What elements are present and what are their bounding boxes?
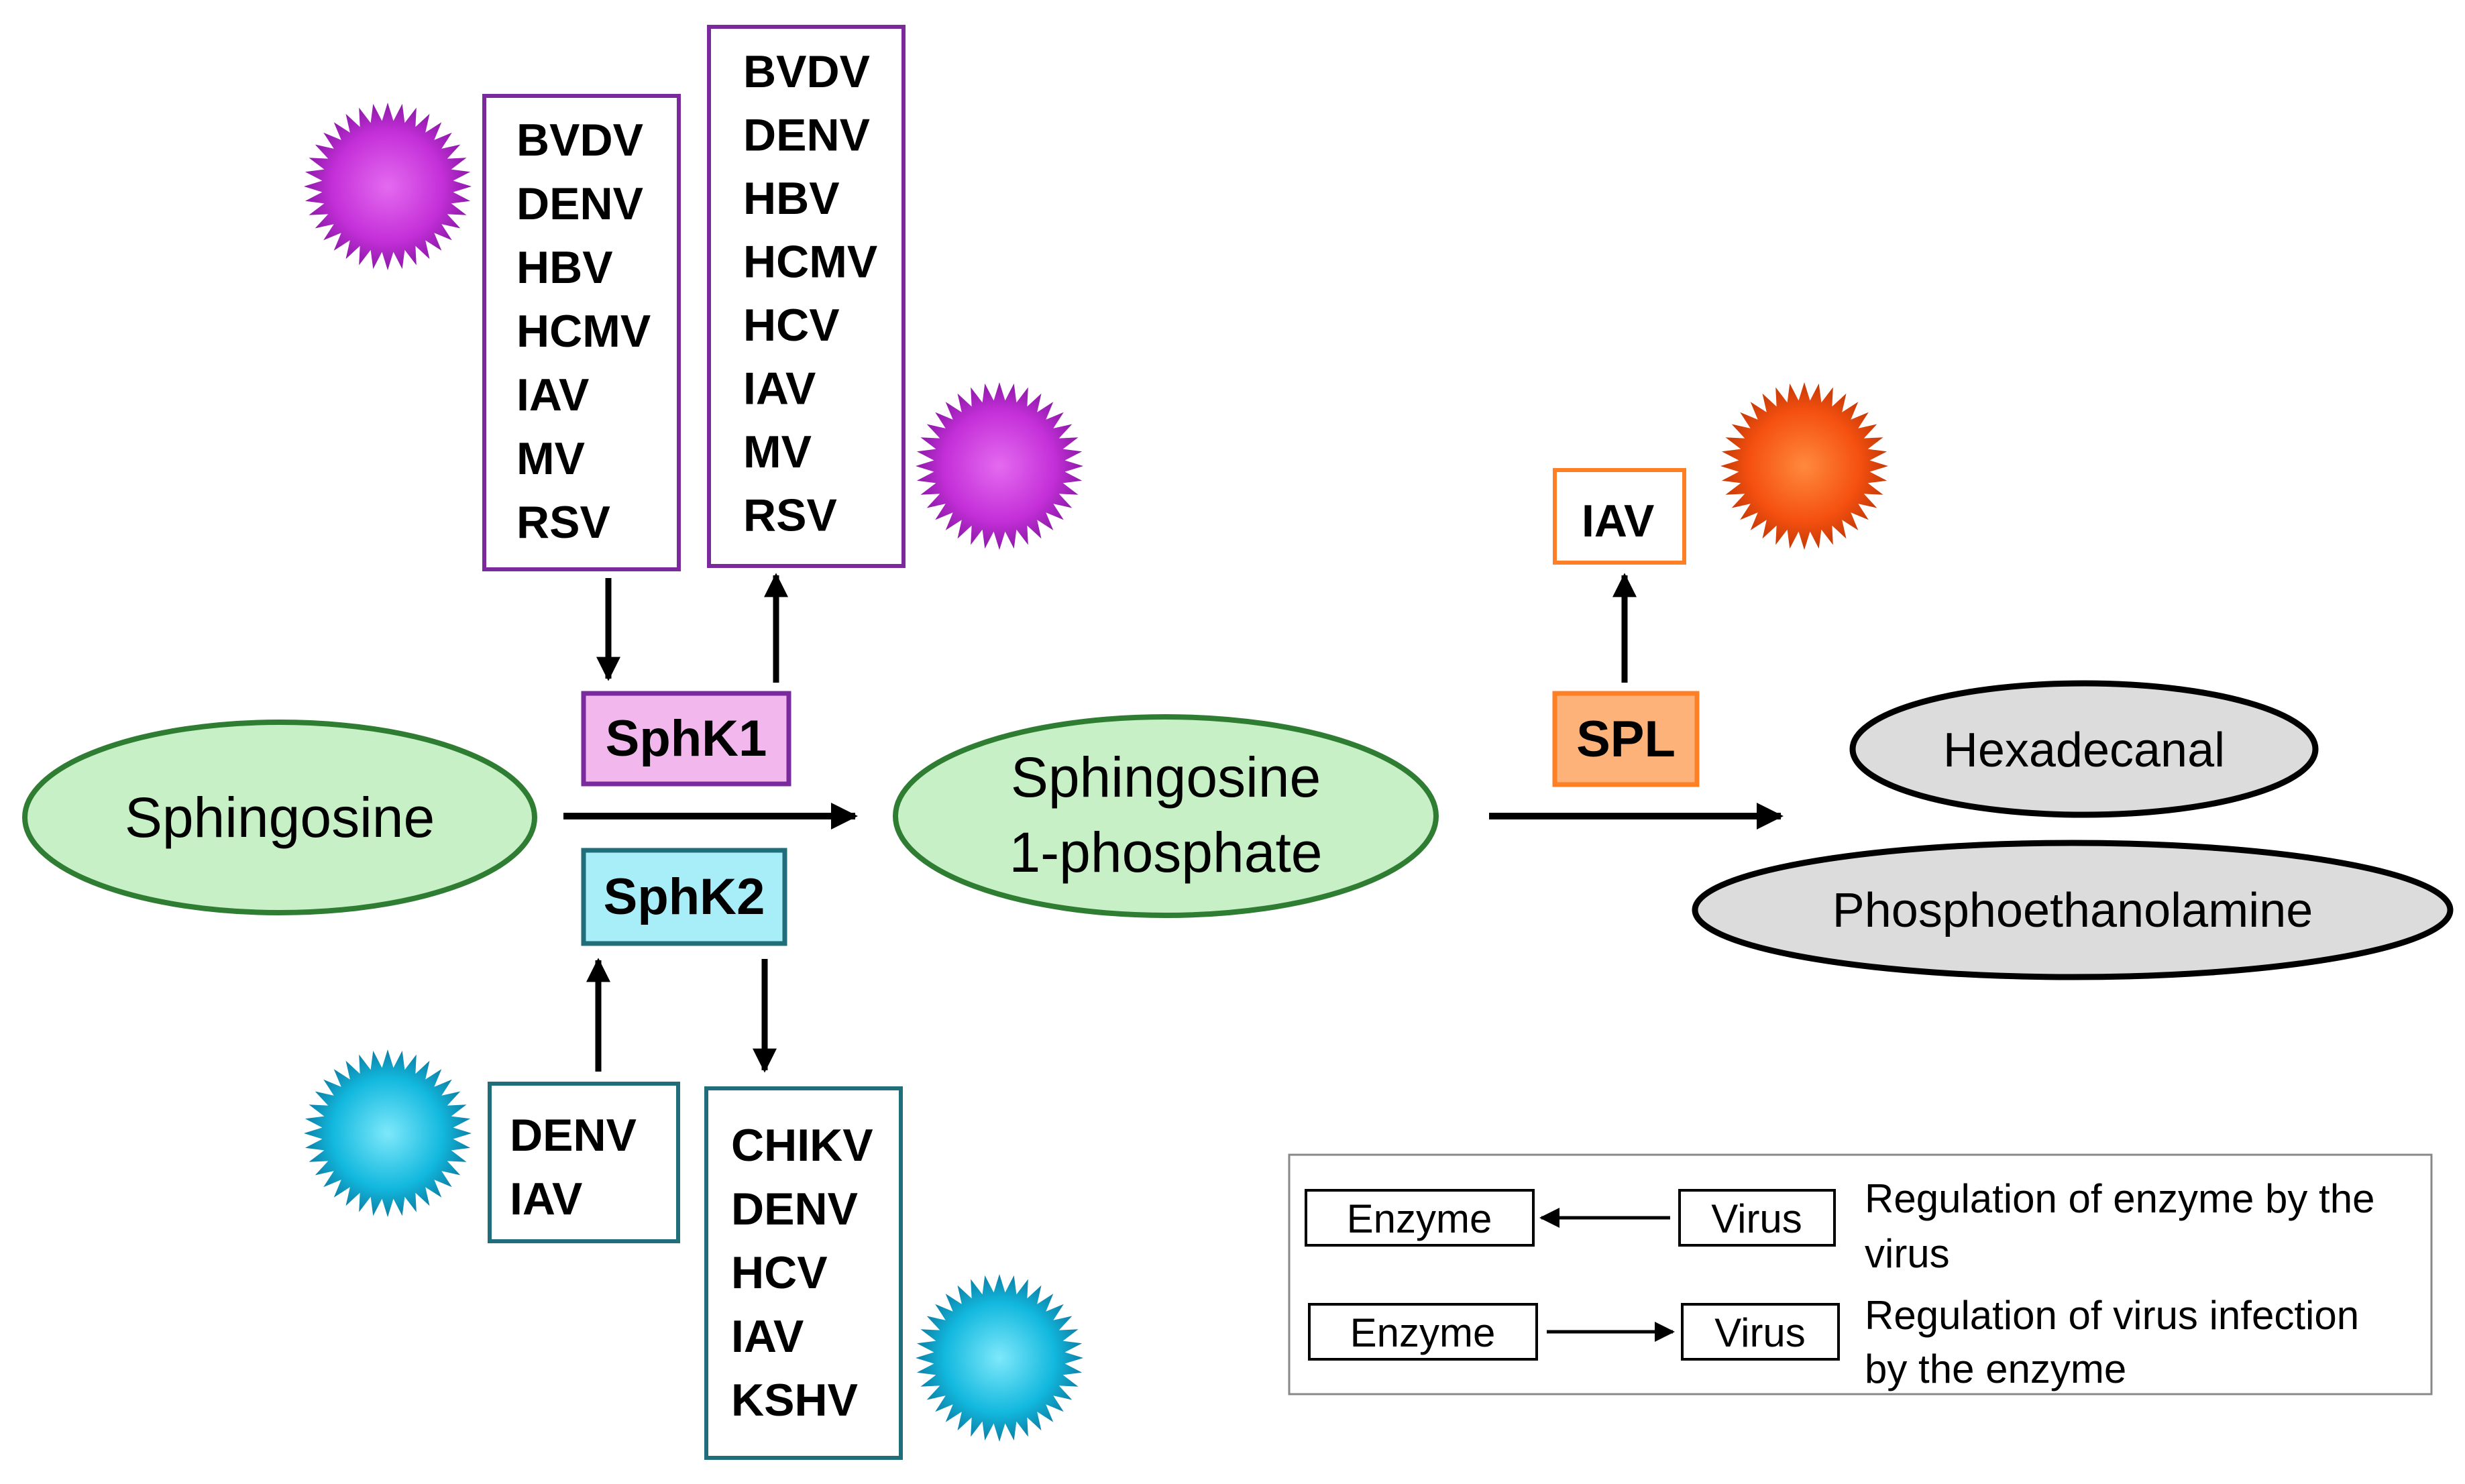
virus-name: IAV [1582, 496, 1654, 547]
virus-star-icon-orange [1720, 382, 1888, 550]
phosphoethanolamine-label: Phosphoethanolamine [1832, 884, 2313, 937]
virus-name: HBV [516, 242, 613, 293]
spl-enzyme-box: SPL [1552, 691, 1700, 787]
sphk2-regulates-box: CHIKV DENV HCV IAV KSHV [704, 1086, 903, 1460]
virus-name: BVDV [516, 115, 643, 166]
sphk2-label: SphK2 [604, 868, 765, 925]
sphk2-regulated-by-box: DENV IAV [488, 1082, 680, 1243]
virus-name: RSV [743, 490, 837, 541]
virus-name: IAV [510, 1174, 582, 1224]
virus-name: DENV [516, 178, 643, 229]
legend-row2-enzyme-box [1308, 1303, 1538, 1361]
virus-name: CHIKV [731, 1120, 873, 1171]
sphk1-regulated-by-box: BVDV DENV HBV HCMV IAV MV RSV [482, 94, 681, 571]
legend-row1-enzyme-box [1305, 1189, 1535, 1247]
hexadecanal-label: Hexadecanal [1943, 724, 2225, 777]
legend-row1-virus-box [1678, 1189, 1836, 1247]
legend-row2-desc-line1: Regulation of virus infection [1865, 1293, 2359, 1338]
legend-row2-desc-line2: by the enzyme [1865, 1347, 2126, 1391]
sphingosine-label: Sphingosine [125, 786, 435, 849]
virus-name: DENV [731, 1184, 858, 1235]
legend-row1-desc-line2: virus [1865, 1231, 1950, 1276]
virus-name: HCMV [516, 306, 651, 357]
virus-star-icon-purple [916, 382, 1083, 550]
legend-row1-enzyme: Enzyme [1347, 1196, 1492, 1241]
sphk2-regulated-by-list: DENV IAV [510, 1110, 637, 1224]
virus-star-icon-purple [304, 103, 472, 270]
virus-name: IAV [516, 369, 589, 420]
virus-name: KSHV [731, 1375, 858, 1426]
sphk2-regulates-list: CHIKV DENV HCV IAV KSHV [731, 1120, 873, 1426]
virus-name: HBV [743, 173, 840, 224]
virus-name: RSV [516, 497, 610, 548]
virus-name: DENV [510, 1110, 637, 1161]
virus-name: HCMV [743, 237, 877, 288]
virus-name: DENV [743, 110, 870, 161]
spl-regulates-list: IAV [1582, 496, 1654, 547]
virus-star-icon-cyan [304, 1049, 472, 1217]
phosphoethanolamine-node: Phosphoethanolamine [1692, 840, 2454, 980]
sphk1-regulates-list: BVDV DENV HBV HCMV HCV IAV MV RSV [743, 46, 877, 541]
virus-name: HCV [731, 1247, 828, 1298]
spl-label: SPL [1576, 711, 1676, 768]
hexadecanal-node: Hexadecanal [1849, 680, 2319, 818]
virus-name: IAV [731, 1311, 804, 1362]
spl-regulates-box: IAV [1553, 468, 1686, 565]
sphk1-regulated-by-list: BVDV DENV HBV HCMV IAV MV RSV [516, 115, 651, 548]
virus-name: IAV [743, 363, 816, 414]
sphk1-enzyme-box: SphK1 [581, 691, 791, 787]
legend-row1-desc-line1: Regulation of enzyme by the [1865, 1176, 2374, 1221]
legend: Enzyme Virus Regulation of enzyme by the… [1288, 1153, 2433, 1395]
s1p-node: Sphingosine 1-phosphate [893, 714, 1439, 918]
sphk1-label: SphK1 [606, 710, 767, 767]
legend-row2-enzyme: Enzyme [1350, 1310, 1496, 1355]
s1p-label-line1: Sphingosine [1011, 746, 1321, 809]
virus-name: MV [516, 433, 585, 484]
sphk2-enzyme-box: SphK2 [581, 848, 787, 946]
legend-row1-virus: Virus [1711, 1196, 1802, 1241]
sphk1-regulates-box: BVDV DENV HBV HCMV HCV IAV MV RSV [707, 25, 906, 568]
s1p-label-line2: 1-phosphate [1009, 821, 1322, 884]
virus-name: MV [743, 426, 812, 477]
sphingosine-node: Sphingosine [22, 720, 537, 915]
legend-row2-virus-box [1681, 1303, 1840, 1361]
virus-name: BVDV [743, 46, 870, 97]
legend-row2-virus: Virus [1714, 1310, 1806, 1355]
virus-star-icon-cyan [916, 1274, 1083, 1442]
virus-name: HCV [743, 300, 840, 351]
